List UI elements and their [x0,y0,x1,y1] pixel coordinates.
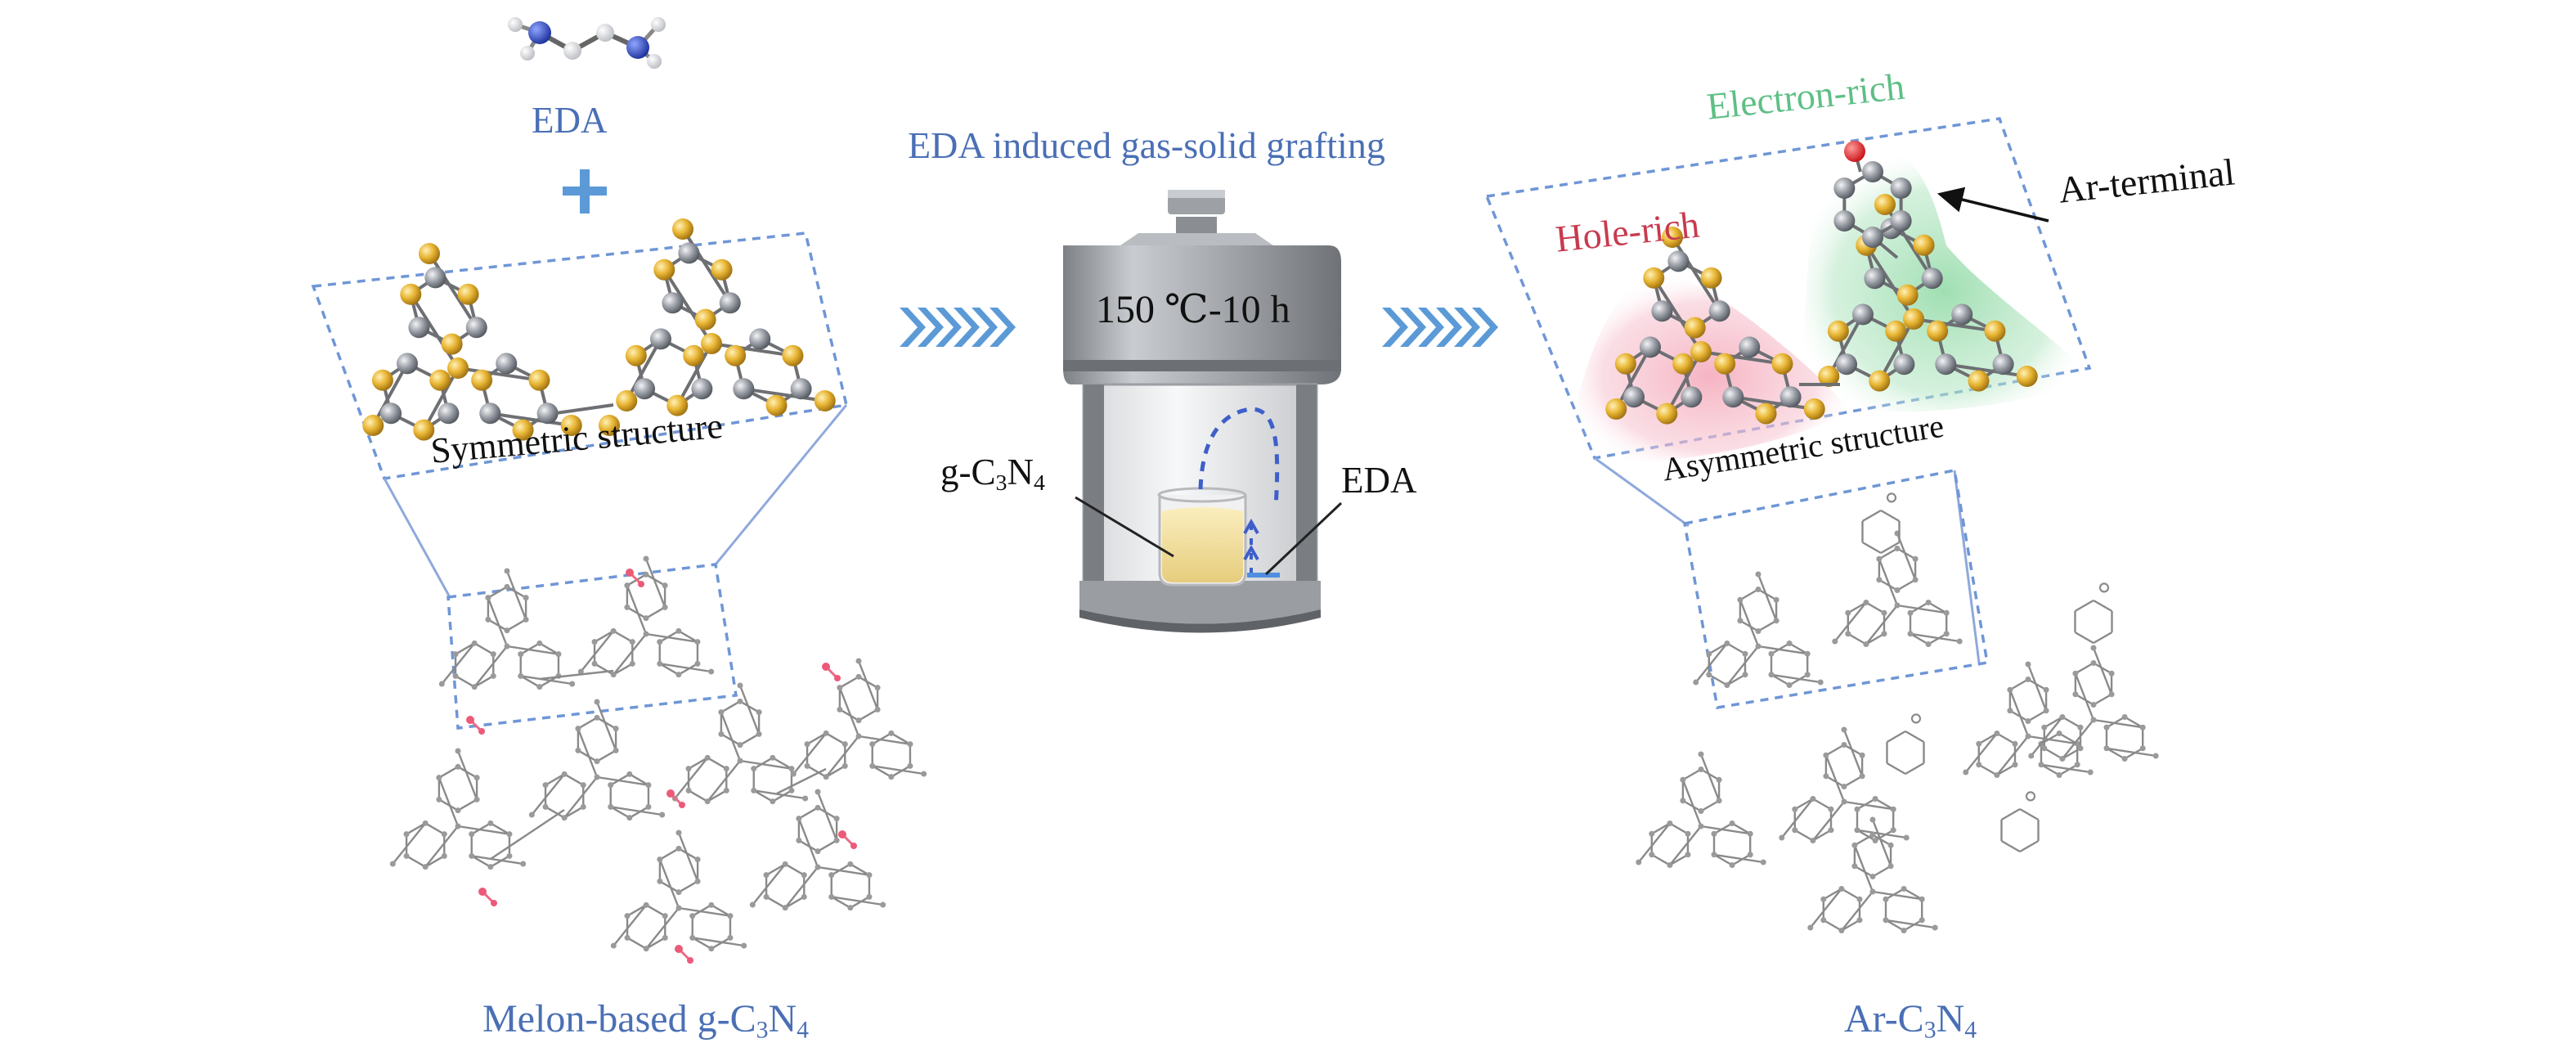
melon-network [389,555,927,964]
chevron-arrow-icon [1382,308,1498,347]
asymmetric-lattice [1605,141,2038,425]
electron-rich-region [1799,143,2089,412]
chevron-arrow-icon [900,308,1016,347]
ar-zoom-box [1682,468,1990,710]
eda-molecule-icon [508,17,666,69]
asymmetric-structure-box [1484,117,2092,460]
process-title: EDA induced gas-solid grafting [908,124,1385,166]
ar-c3n4-label: Ar-C3N4 [1844,997,1977,1044]
gc3n4-label: g-C3N4 [940,452,1045,496]
eda-label: EDA [532,100,608,141]
melon-zoom-box [447,563,738,730]
ar-network [1636,492,2159,934]
eda-vessel-label: EDA [1341,460,1417,501]
condition-label: 150 ℃-10 h [1096,288,1290,331]
hole-rich-region [1570,270,1848,463]
vapor-path [1198,407,1280,578]
symmetric-lattice [362,218,836,441]
symmetric-structure-box [311,232,849,480]
plus-icon [563,169,607,214]
beaker-icon [1157,487,1247,587]
melon-label: Melon-based g-C3N4 [482,997,810,1044]
